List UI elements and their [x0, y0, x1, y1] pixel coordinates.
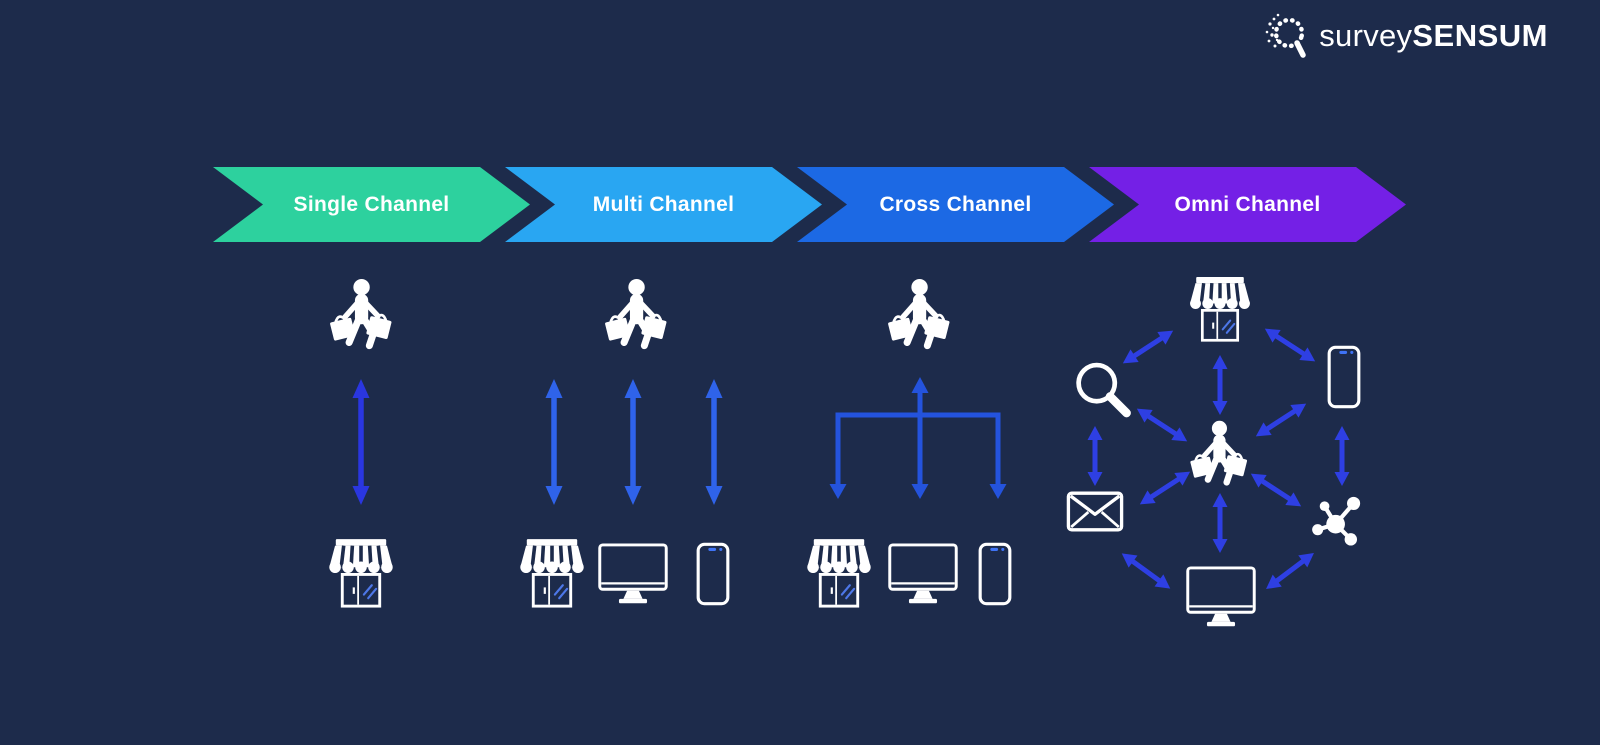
two-way-arrow	[1262, 547, 1319, 595]
multi-channel-diagram	[518, 265, 730, 608]
two-way-arrow	[1261, 322, 1319, 367]
mobile-icon	[978, 542, 1012, 606]
two-way-arrow	[1088, 426, 1103, 486]
shopper-icon	[1189, 421, 1248, 483]
brand-name-sensum: SENSUM	[1412, 18, 1548, 53]
mobile-icon	[1327, 345, 1361, 409]
channel-stage-banners: Single Channel Multi Channel Cross Chann…	[213, 167, 1406, 242]
banner-label: Multi Channel	[592, 192, 735, 216]
banner-label: Single Channel	[293, 192, 450, 216]
desktop-icon	[888, 543, 958, 605]
banner-label: Cross Channel	[879, 192, 1032, 216]
two-way-arrow	[625, 379, 642, 505]
desktop-icon	[1186, 566, 1256, 628]
two-way-arrow	[353, 379, 370, 505]
banner-single-channel: Single Channel	[213, 167, 530, 242]
single-channel-diagram	[297, 265, 427, 608]
desktop-icon	[598, 543, 668, 605]
mobile-icon	[696, 542, 730, 606]
shopper-icon	[604, 279, 668, 346]
email-icon	[1066, 491, 1124, 532]
store-icon	[1188, 275, 1252, 342]
magnifier-dots-icon	[1265, 13, 1306, 58]
two-way-arrow	[1119, 324, 1177, 369]
shopper-icon	[887, 279, 951, 346]
banner-multi-channel: Multi Channel	[505, 167, 822, 242]
two-way-arrow	[1213, 493, 1228, 553]
two-way-arrow	[546, 379, 563, 505]
brand-logo: surveySENSUM	[1261, 10, 1548, 62]
store-icon	[518, 537, 586, 608]
two-way-arrow	[1213, 355, 1228, 415]
two-way-arrow	[1117, 547, 1174, 594]
brand-name: surveySENSUM	[1319, 18, 1548, 54]
search-icon	[1079, 365, 1127, 413]
two-way-arrow	[1335, 426, 1350, 486]
cross-channel-diagram	[805, 265, 1012, 608]
two-way-arrow	[1133, 402, 1191, 447]
two-way-arrow	[1136, 465, 1194, 510]
shopper-icon	[329, 279, 393, 346]
two-way-arrow	[1252, 397, 1310, 442]
network-icon	[1312, 497, 1360, 546]
brand-name-survey: survey	[1319, 18, 1413, 53]
branched-flow-arrows	[829, 377, 1007, 499]
two-way-arrow	[706, 379, 723, 505]
two-way-arrow	[1247, 467, 1305, 512]
banner-cross-channel: Cross Channel	[797, 167, 1114, 242]
store-icon	[327, 537, 395, 608]
omni-channel-diagram	[1066, 275, 1420, 628]
store-icon	[805, 537, 873, 608]
banner-label: Omni Channel	[1174, 192, 1321, 216]
banner-omni-channel: Omni Channel	[1089, 167, 1406, 242]
